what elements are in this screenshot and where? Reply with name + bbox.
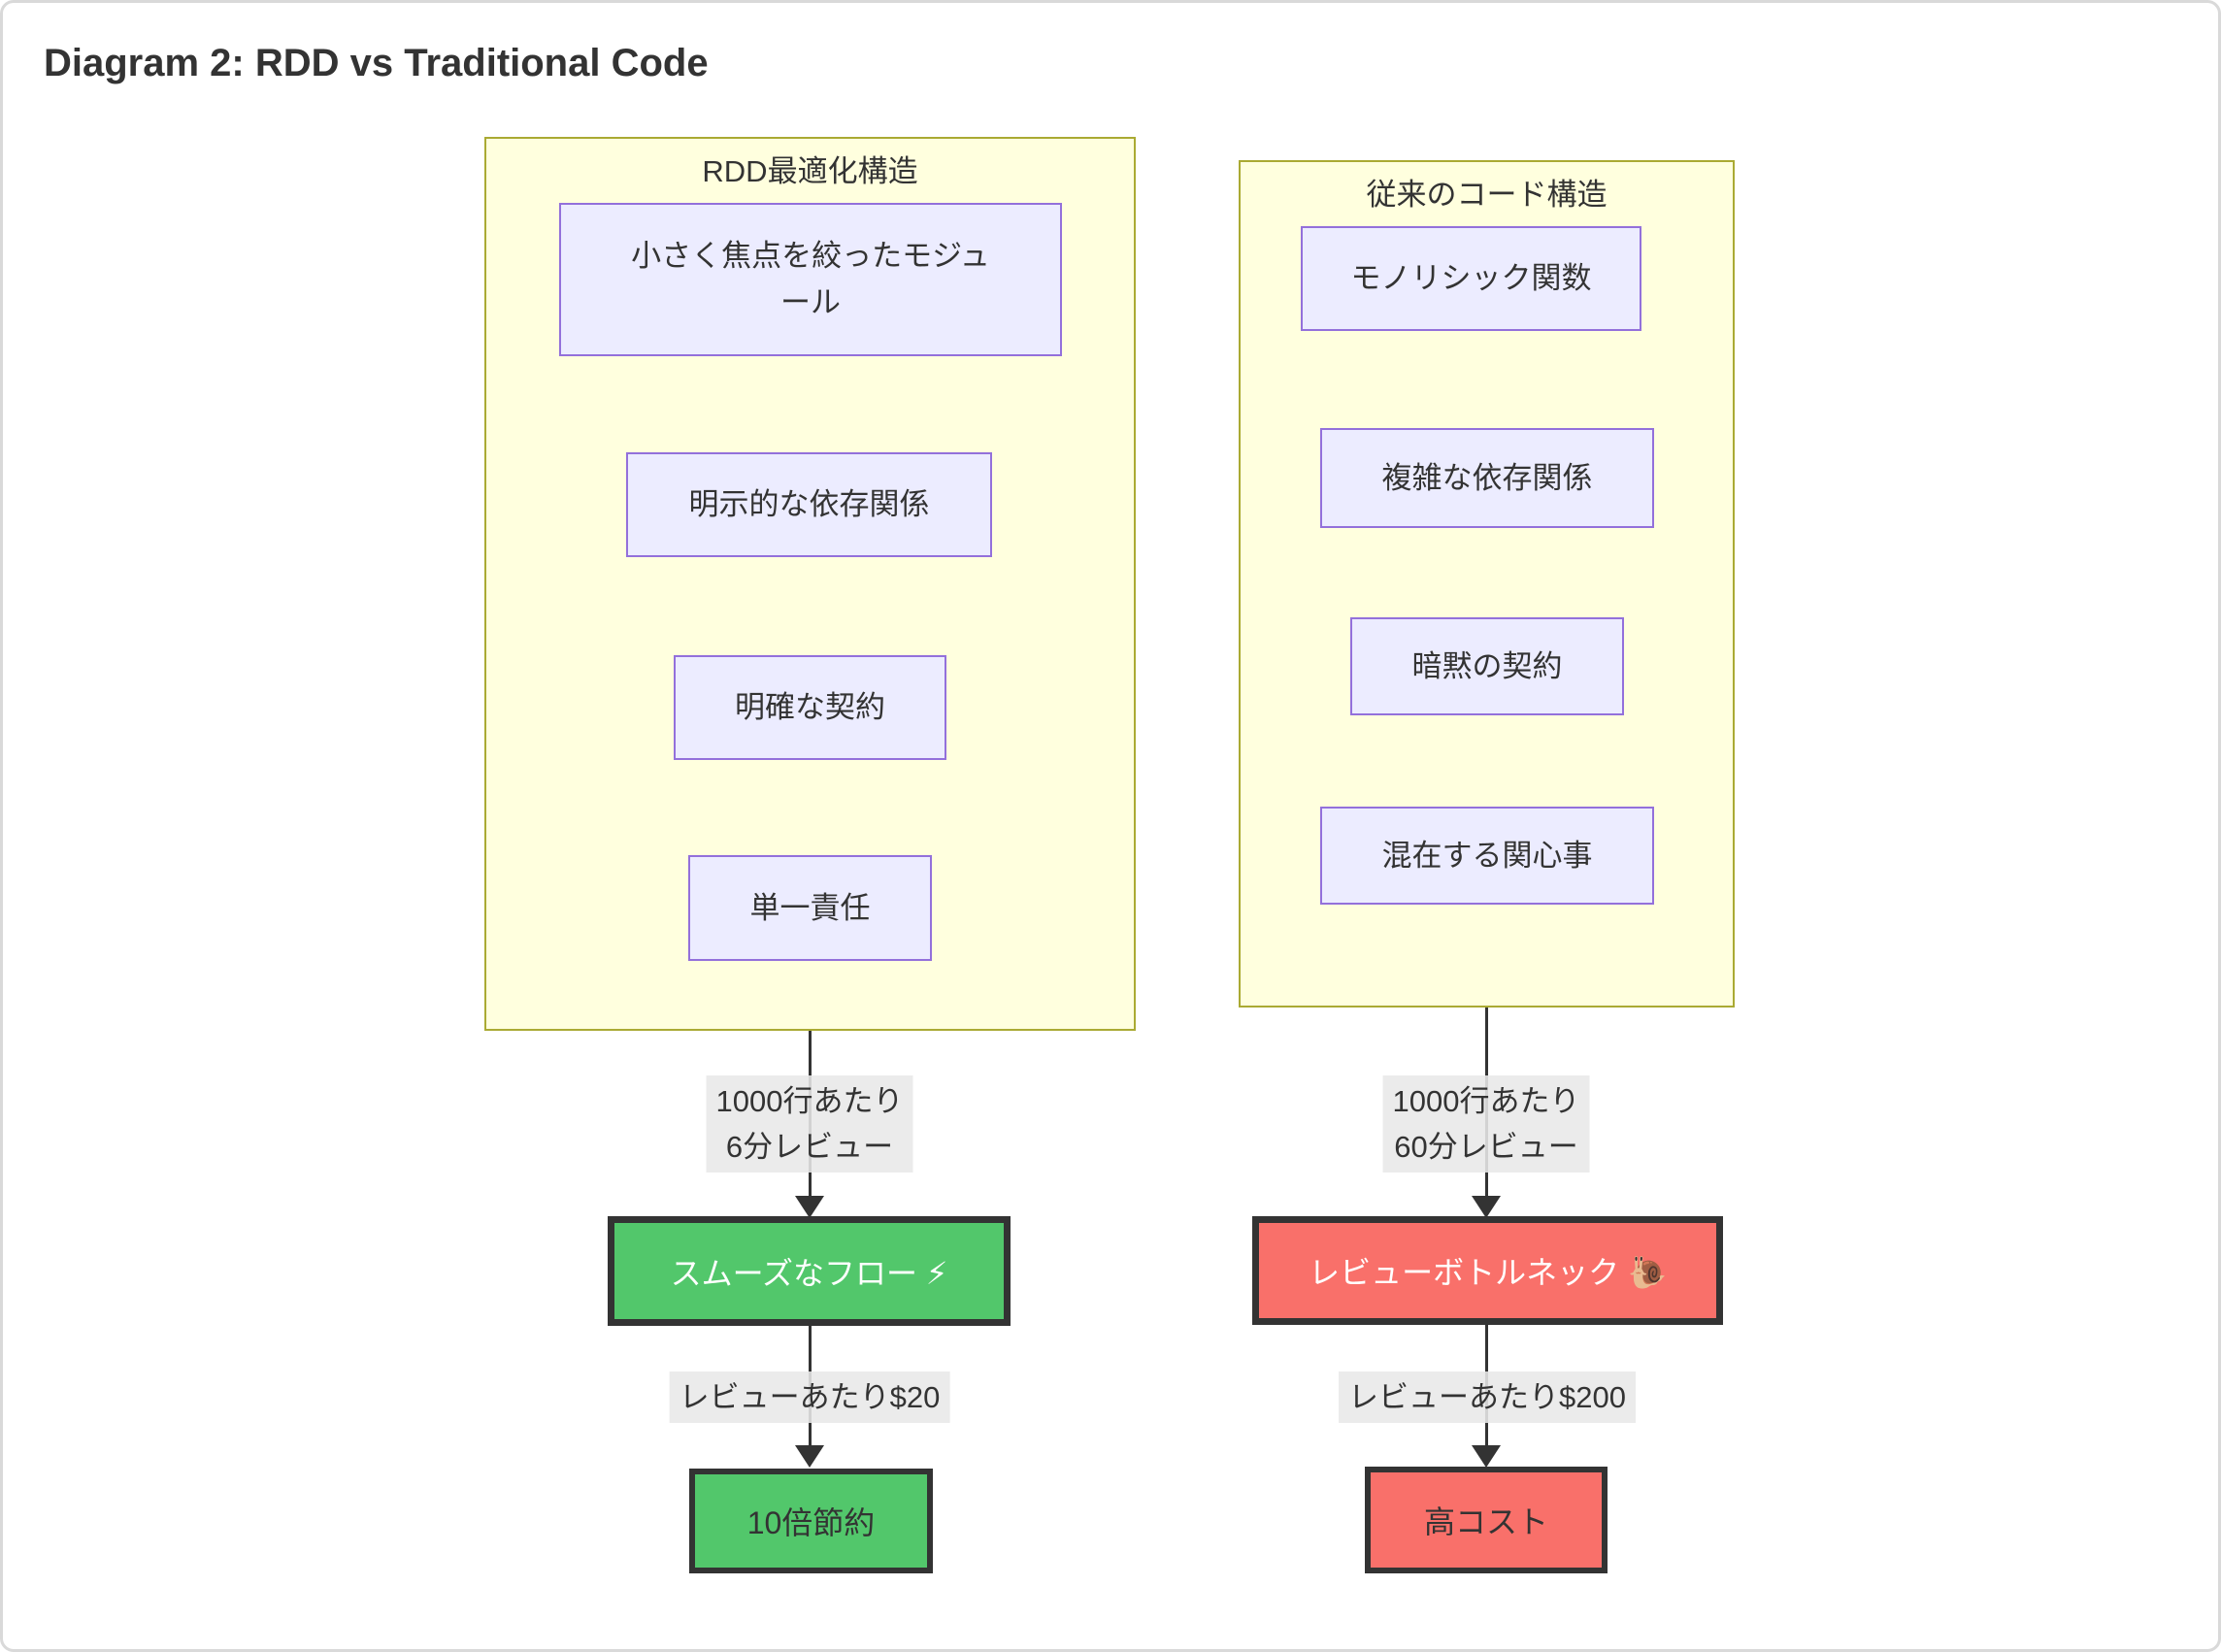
outcome-high-cost: 高コスト [1365,1467,1608,1573]
edge-label-left-cost: レビューあたり$20 [669,1371,950,1423]
node-clear-contracts: 明確な契約 [674,655,946,760]
result-smooth-flow: スムーズなフロー ⚡ [608,1216,1011,1326]
node-single-responsibility: 単一責任 [688,855,932,961]
arrow-down-icon [1472,1196,1501,1218]
node-complex-dependencies: 複雑な依存関係 [1320,428,1654,528]
subgraph-rdd-title: RDD最適化構造 [702,154,918,188]
subgraph-traditional-title: 従来のコード構造 [1366,178,1608,212]
page-title: Diagram 2: RDD vs Traditional Code [44,42,709,84]
edge-label-left-review-time: 1000行あたり 6分レビュー [706,1075,913,1173]
node-implicit-contracts: 暗黙の契約 [1350,617,1624,715]
edge-label-line: 60分レビュー [1394,1130,1578,1164]
edge-label-right-review-time: 1000行あたり 60分レビュー [1382,1075,1590,1173]
node-monolithic-functions: モノリシック関数 [1301,226,1641,331]
edge-label-right-cost: レビューあたり$200 [1339,1371,1636,1423]
node-small-focused-modules: 小さく焦点を絞ったモジュール [559,203,1062,356]
result-review-bottleneck: レビューボトルネック 🐌 [1252,1216,1723,1325]
edge-label-line: 1000行あたり [715,1084,904,1118]
node-mixed-concerns: 混在する関心事 [1320,807,1654,905]
outcome-10x-savings: 10倍節約 [689,1469,933,1573]
node-explicit-dependencies: 明示的な依存関係 [626,452,992,557]
arrow-down-icon [795,1196,824,1218]
edge-label-line: 6分レビュー [725,1130,894,1164]
edge-label-line: 1000行あたり [1392,1084,1580,1118]
arrow-down-icon [795,1445,824,1468]
arrow-down-icon [1472,1445,1501,1468]
